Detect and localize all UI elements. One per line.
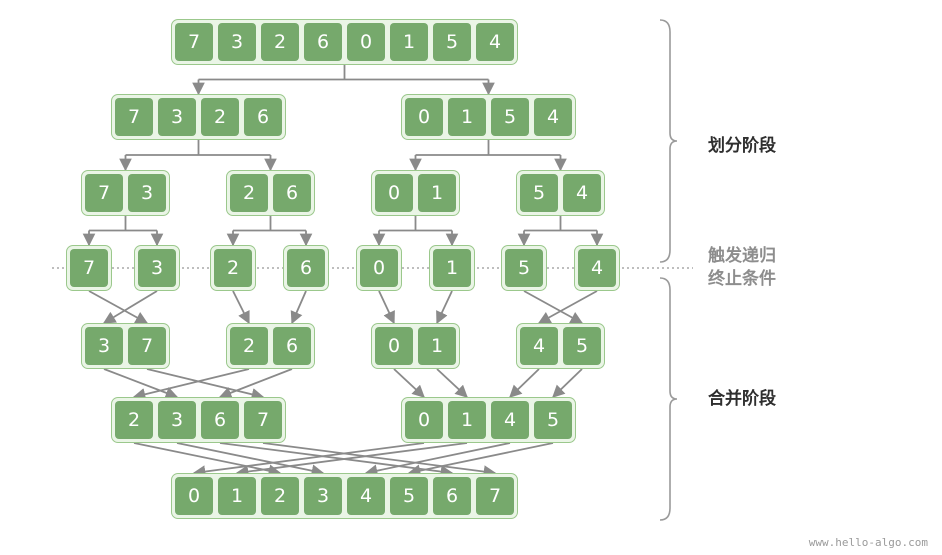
- array-cell: 5: [390, 477, 428, 515]
- array-cell: 5: [491, 98, 529, 136]
- array-cell: 2: [230, 174, 268, 212]
- array-cell: 4: [347, 477, 385, 515]
- merge-arrow: [262, 442, 497, 478]
- merge-arrow: [407, 442, 554, 477]
- array-cell: 1: [418, 327, 456, 365]
- array-cell: 6: [273, 327, 311, 365]
- merge-arrow: [133, 442, 282, 477]
- array-cell: 5: [505, 249, 543, 287]
- array-cell: 0: [405, 401, 443, 439]
- array-cell: 0: [375, 174, 413, 212]
- array-cell: 7: [244, 401, 282, 439]
- merge-arrow: [378, 290, 395, 325]
- array-cell: 2: [261, 23, 299, 61]
- array-cell: 3: [85, 327, 123, 365]
- array-cell: 6: [304, 23, 342, 61]
- merge-arrow: [393, 368, 425, 398]
- array-cell: 0: [175, 477, 213, 515]
- array-cell: 3: [158, 401, 196, 439]
- array-cell: 0: [347, 23, 385, 61]
- array-cell: 5: [520, 174, 558, 212]
- array-cell: 3: [158, 98, 196, 136]
- array-cell: 2: [214, 249, 252, 287]
- array-cell: 7: [115, 98, 153, 136]
- array-cell: 4: [563, 174, 601, 212]
- merge-arrow: [176, 442, 325, 477]
- array-cell: 1: [418, 174, 456, 212]
- array-cell: 5: [534, 401, 572, 439]
- array-cell: 3: [138, 249, 176, 287]
- array-cell: 7: [476, 477, 514, 515]
- merge-arrow: [436, 290, 453, 325]
- array-cell: 6: [273, 174, 311, 212]
- array-cell: 2: [261, 477, 299, 515]
- array-cell: 3: [304, 477, 342, 515]
- array-cell: 0: [405, 98, 443, 136]
- merge-arrow: [132, 368, 250, 401]
- merge-arrow: [523, 290, 584, 324]
- array-cell: 0: [375, 327, 413, 365]
- array-cell: 4: [520, 327, 558, 365]
- array-cell: 1: [390, 23, 428, 61]
- array-cell: 6: [287, 249, 325, 287]
- array-cell: 7: [175, 23, 213, 61]
- termination-label: 触发递归 终止条件: [708, 245, 776, 291]
- array-cell: 4: [534, 98, 572, 136]
- divide-phase-label: 划分阶段: [708, 136, 776, 156]
- array-cell: 3: [218, 23, 256, 61]
- merge-arrow: [218, 368, 293, 399]
- array-cell: 4: [476, 23, 514, 61]
- merge-arrow: [232, 290, 250, 325]
- merge-arrow: [509, 368, 540, 398]
- merge-arrow: [102, 290, 158, 324]
- array-cell: 5: [563, 327, 601, 365]
- merge-arrow: [192, 442, 425, 478]
- termination-label-line1: 触发递归: [708, 246, 776, 266]
- merge-arrow: [290, 290, 307, 325]
- array-cell: 6: [433, 477, 471, 515]
- array-cell: 0: [360, 249, 398, 287]
- array-cell: 6: [201, 401, 239, 439]
- merge-arrow: [88, 290, 149, 324]
- array-cell: 2: [230, 327, 268, 365]
- array-cell: 5: [433, 23, 471, 61]
- array-cell: 1: [218, 477, 256, 515]
- merge-arrow: [146, 368, 265, 401]
- array-cell: 2: [115, 401, 153, 439]
- array-cell: 1: [433, 249, 471, 287]
- merge-arrow: [235, 442, 468, 478]
- merge-arrow: [537, 290, 598, 324]
- merge-arrow: [364, 442, 511, 477]
- merge-phase-bracket: [659, 277, 678, 521]
- array-cell: 4: [491, 401, 529, 439]
- watermark: www.hello-algo.com: [808, 536, 928, 549]
- merge-arrow: [436, 368, 468, 398]
- array-cell: 4: [578, 249, 616, 287]
- array-cell: 6: [244, 98, 282, 136]
- merge-arrow: [552, 368, 583, 398]
- array-cell: 2: [201, 98, 239, 136]
- array-cell: 7: [70, 249, 108, 287]
- array-cell: 1: [448, 98, 486, 136]
- merge-arrow: [103, 368, 179, 399]
- merge-phase-label: 合并阶段: [708, 389, 776, 409]
- divide-phase-bracket: [659, 19, 678, 263]
- array-cell: 7: [128, 327, 166, 365]
- array-cell: 7: [85, 174, 123, 212]
- termination-label-line2: 终止条件: [708, 269, 776, 289]
- array-cell: 1: [448, 401, 486, 439]
- array-cell: 3: [128, 174, 166, 212]
